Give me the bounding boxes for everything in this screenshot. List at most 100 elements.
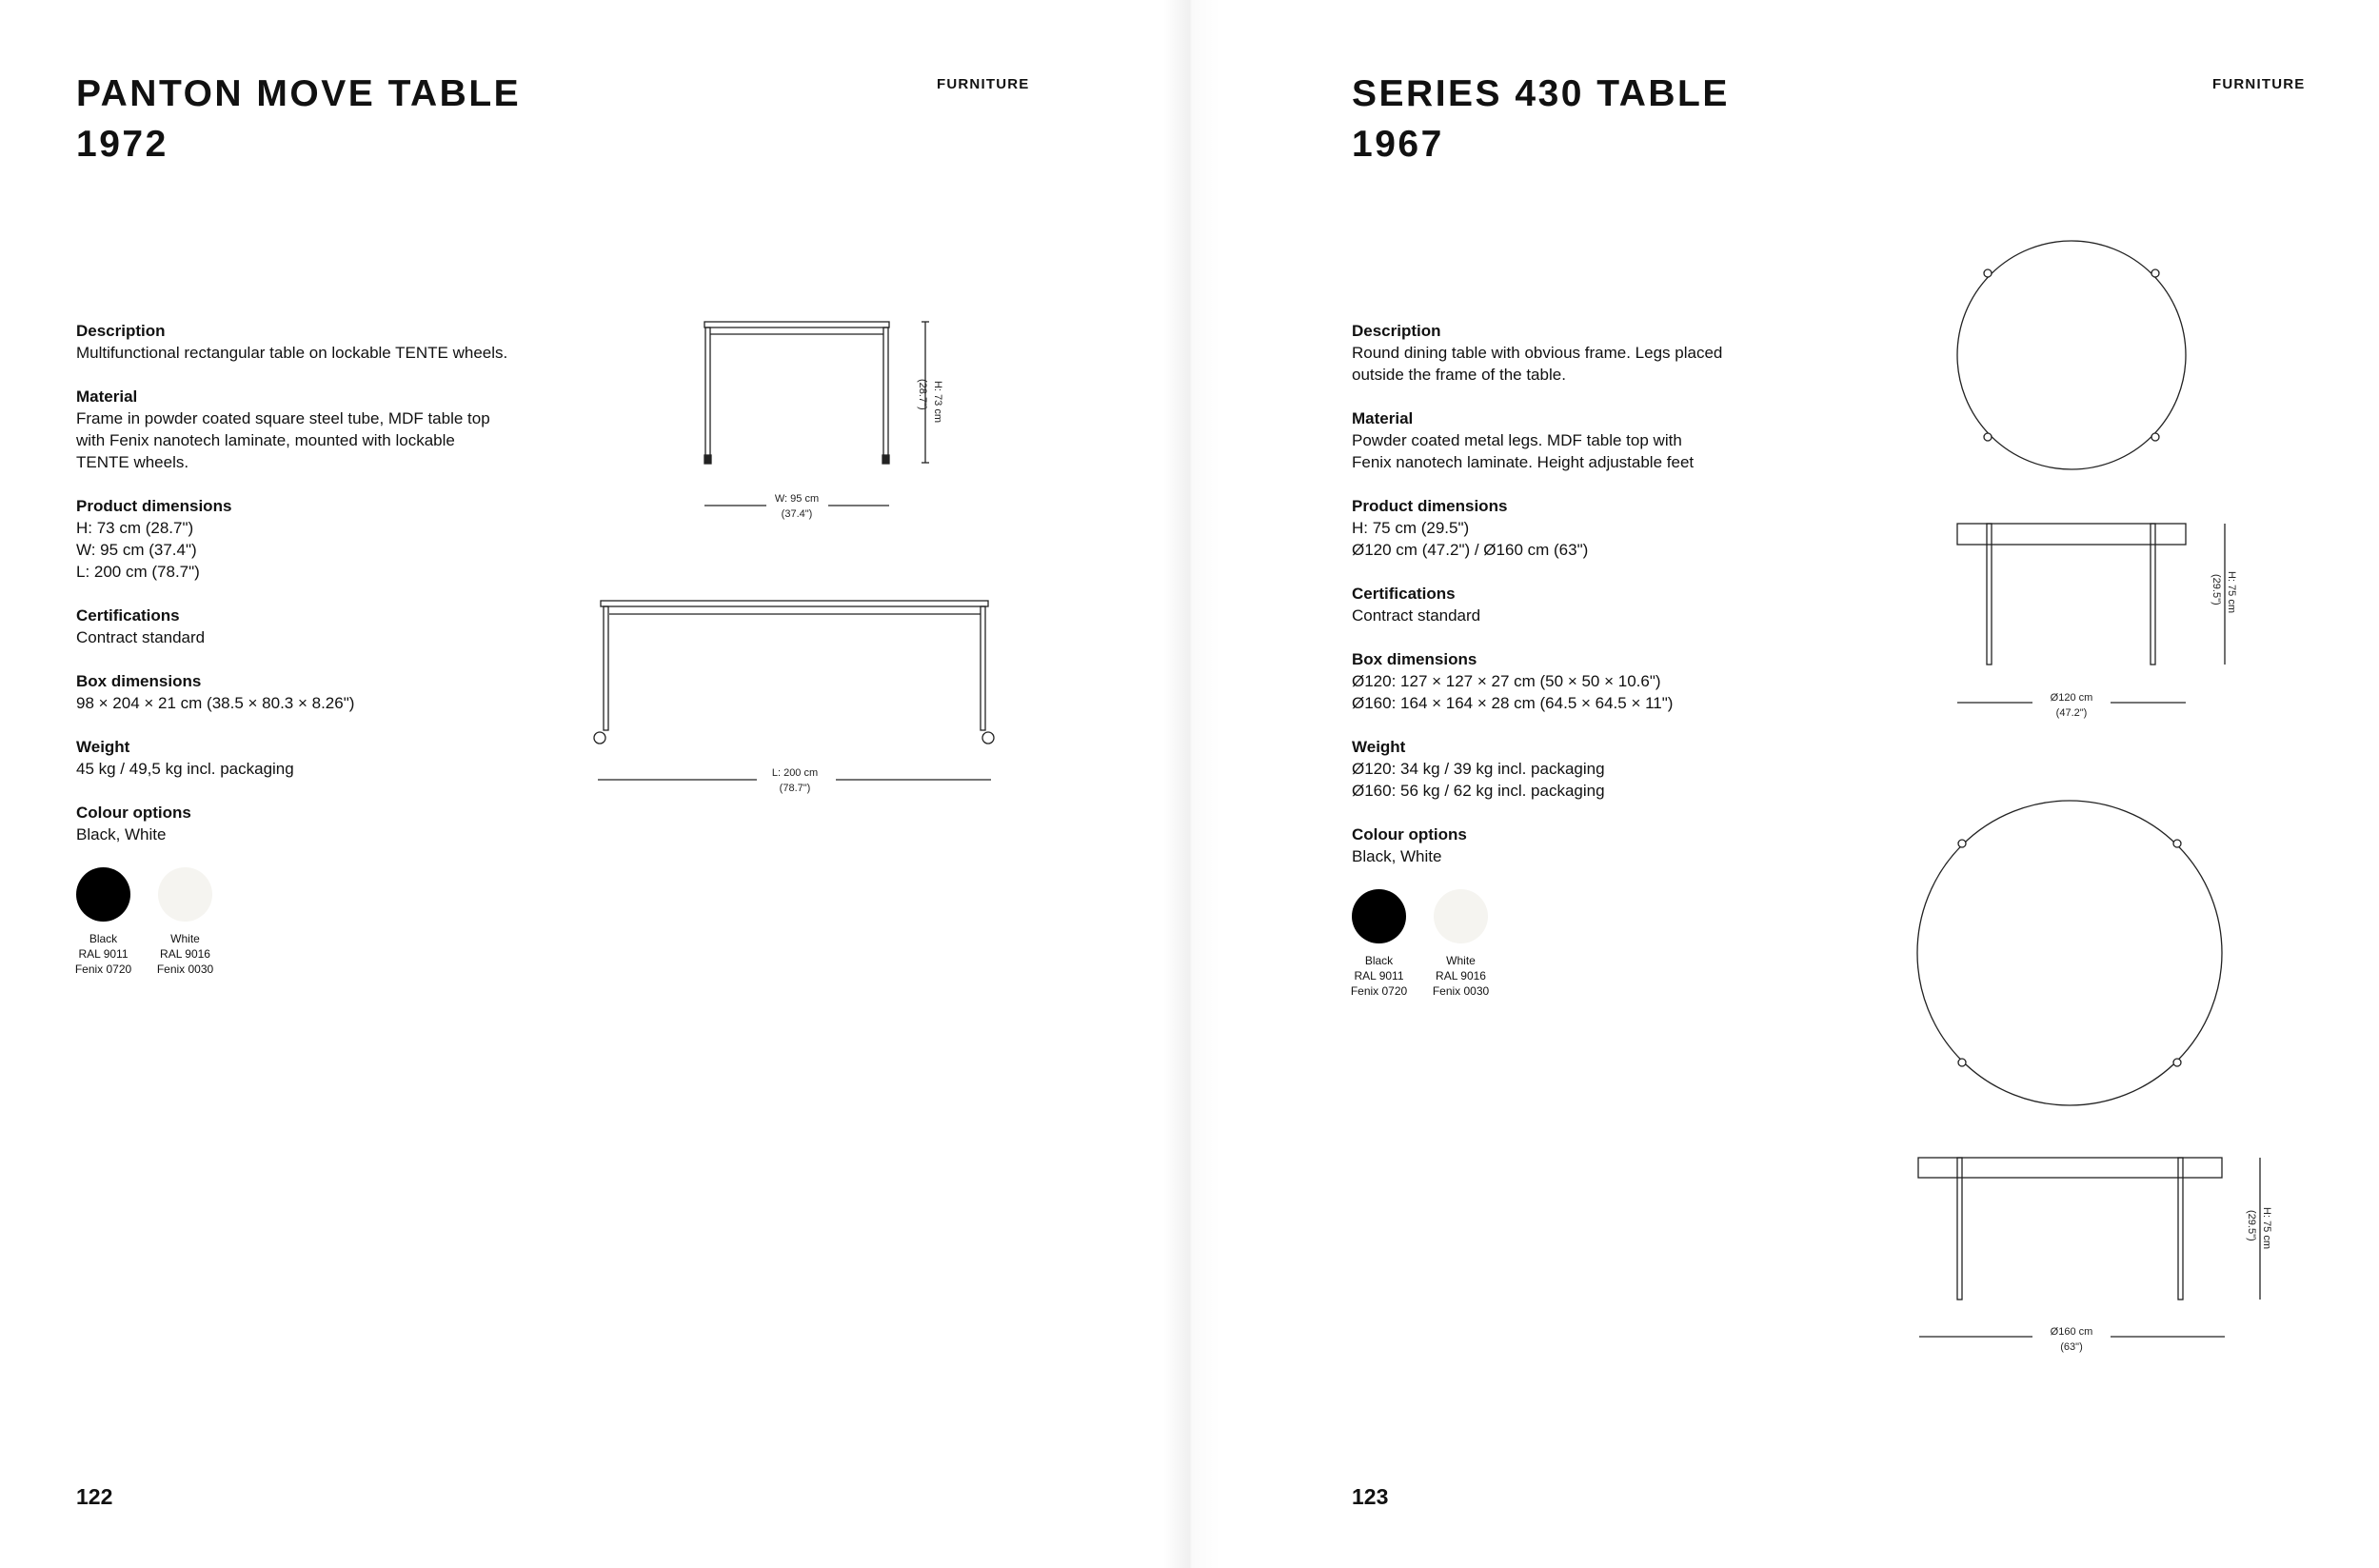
spec-text: Contract standard <box>76 628 206 646</box>
colour-dot <box>1352 889 1406 943</box>
panton-front-view-drawing <box>704 321 890 465</box>
width-label-inches: (37.4") <box>782 508 813 520</box>
series430-160-side-view-drawing <box>1917 1157 2223 1300</box>
product-year: 1972 <box>76 124 169 165</box>
spec-heading: Material <box>76 387 138 406</box>
spec-weight: Weight 45 kg / 49,5 kg incl. packaging <box>76 736 609 780</box>
spec-description: Description Multifunctional rectangular … <box>76 320 609 364</box>
spec-text: Ø120 cm (47.2") / Ø160 cm (63") <box>1352 541 1589 559</box>
spec-product-dimensions: Product dimensions H: 73 cm (28.7") W: 9… <box>76 495 609 583</box>
swatch-fenix: Fenix 0030 <box>1432 984 1490 998</box>
spec-description: Description Round dining table with obvi… <box>1352 320 1885 386</box>
spec-weight: Weight Ø120: 34 kg / 39 kg incl. packagi… <box>1352 736 1885 802</box>
spec-text: with Fenix nanotech laminate, mounted wi… <box>76 431 455 449</box>
spec-list: Description Round dining table with obvi… <box>1350 320 1885 999</box>
length-label: L: 200 cm <box>772 767 818 779</box>
spec-colour-options: Colour options Black, White <box>76 802 609 845</box>
spec-certifications: Certifications Contract standard <box>1352 583 1885 626</box>
height-label-inches: (29.5") <box>2210 574 2222 605</box>
spec-text: Round dining table with obvious frame. L… <box>1352 344 1723 362</box>
series430-120-side-view-drawing <box>1956 523 2187 665</box>
spec-text: Contract standard <box>1352 606 1481 625</box>
spec-heading: Description <box>1352 322 1441 340</box>
spec-text: 45 kg / 49,5 kg incl. packaging <box>76 760 294 778</box>
colour-dot <box>76 867 130 922</box>
height-label: H: 75 cm <box>2226 571 2237 613</box>
panton-side-view-drawing <box>593 600 995 744</box>
swatch-black: Black RAL 9011 Fenix 0720 <box>1350 889 1408 999</box>
page-gutter-shadow <box>1163 0 1220 1568</box>
height-label-inches: (28.7") <box>917 379 928 410</box>
series430-160-height-dimension: H: 75 cm (29.5") <box>2246 1158 2272 1300</box>
series430-120-diameter-dimension: Ø120 cm (47.2") <box>1957 692 2186 719</box>
swatch-ral: RAL 9016 <box>160 947 210 961</box>
panton-width-dimension: W: 95 cm (37.4") <box>704 493 889 520</box>
diameter-label-inches: (63") <box>2060 1341 2082 1353</box>
spec-text: Frame in powder coated square steel tube… <box>76 409 490 427</box>
spec-heading: Weight <box>76 738 130 756</box>
swatch-name: Black <box>89 932 118 945</box>
panton-length-dimension: L: 200 cm (78.7") <box>598 767 991 794</box>
height-label: H: 73 cm <box>932 381 943 423</box>
product-name: PANTON MOVE TABLE <box>76 73 522 114</box>
spec-text: outside the frame of the table. <box>1352 366 1566 384</box>
spec-heading: Box dimensions <box>76 672 202 690</box>
swatch-black: Black RAL 9011 Fenix 0720 <box>74 867 132 977</box>
product-title: SERIES 430 TABLE 1967 <box>1352 69 1730 169</box>
product-year: 1967 <box>1352 124 1444 165</box>
spec-heading: Material <box>1352 409 1414 427</box>
spec-text: Ø120: 34 kg / 39 kg incl. packaging <box>1352 760 1605 778</box>
spec-text: Multifunctional rectangular table on loc… <box>76 344 508 362</box>
spec-text: Black, White <box>1352 847 1442 865</box>
diameter-label: Ø120 cm <box>2051 692 2093 704</box>
swatch-name: Black <box>1364 954 1394 967</box>
spec-text: L: 200 cm (78.7") <box>76 563 200 581</box>
page-right: SERIES 430 TABLE 1967 FURNITURE Descript… <box>1190 0 2379 1568</box>
swatch-name: White <box>1446 954 1476 967</box>
spec-text: W: 95 cm (37.4") <box>76 541 197 559</box>
product-title: PANTON MOVE TABLE 1972 <box>76 69 521 169</box>
spec-heading: Weight <box>1352 738 1406 756</box>
swatch-ral: RAL 9011 <box>1354 969 1404 982</box>
spec-heading: Certifications <box>1352 585 1456 603</box>
spec-material: Material Powder coated metal legs. MDF t… <box>1352 407 1885 473</box>
colour-swatches: Black RAL 9011 Fenix 0720 White RAL 9016… <box>1350 889 1885 999</box>
height-label-inches: (29.5") <box>2246 1210 2257 1241</box>
swatch-fenix: Fenix 0720 <box>74 963 132 976</box>
spec-box-dimensions: Box dimensions Ø120: 127 × 127 × 27 cm (… <box>1352 648 1885 714</box>
spec-colour-options: Colour options Black, White <box>1352 824 1885 867</box>
swatch-fenix: Fenix 0030 <box>156 963 214 976</box>
spec-text: Black, White <box>76 825 167 844</box>
height-label: H: 75 cm <box>2261 1207 2272 1249</box>
width-label: W: 95 cm <box>775 493 819 505</box>
spec-box-dimensions: Box dimensions 98 × 204 × 21 cm (38.5 × … <box>76 670 609 714</box>
swatch-ral: RAL 9016 <box>1436 969 1486 982</box>
series430-120-top-view-drawing <box>1956 240 2187 470</box>
colour-dot <box>158 867 212 922</box>
spec-text: Ø160: 164 × 164 × 28 cm (64.5 × 64.5 × 1… <box>1352 694 1674 712</box>
spec-text: 98 × 204 × 21 cm (38.5 × 80.3 × 8.26") <box>76 694 355 712</box>
page-number: 122 <box>76 1484 113 1509</box>
series430-160-top-view-drawing <box>1916 800 2223 1106</box>
diameter-label: Ø160 cm <box>2051 1326 2093 1338</box>
page-number: 123 <box>1352 1484 1389 1509</box>
spec-material: Material Frame in powder coated square s… <box>76 386 609 473</box>
spec-list: Description Multifunctional rectangular … <box>74 320 609 977</box>
swatch-fenix: Fenix 0720 <box>1350 984 1408 998</box>
spec-certifications: Certifications Contract standard <box>76 605 609 648</box>
spec-heading: Certifications <box>76 606 180 625</box>
panton-height-dimension: H: 73 cm (28.7") <box>917 321 943 464</box>
colour-dot <box>1434 889 1488 943</box>
spec-text: H: 75 cm (29.5") <box>1352 519 1470 537</box>
category-label: FURNITURE <box>2212 76 2306 92</box>
spec-text: TENTE wheels. <box>76 453 189 471</box>
series430-160-diameter-dimension: Ø160 cm (63") <box>1919 1326 2225 1353</box>
category-label: FURNITURE <box>937 76 1030 92</box>
spec-heading: Product dimensions <box>76 497 232 515</box>
colour-swatches: Black RAL 9011 Fenix 0720 White RAL 9016… <box>74 867 609 977</box>
spec-heading: Box dimensions <box>1352 650 1477 668</box>
swatch-white: White RAL 9016 Fenix 0030 <box>1432 889 1490 999</box>
spec-heading: Colour options <box>76 804 191 822</box>
page-left: PANTON MOVE TABLE 1972 FURNITURE Descrip… <box>74 69 1030 1509</box>
